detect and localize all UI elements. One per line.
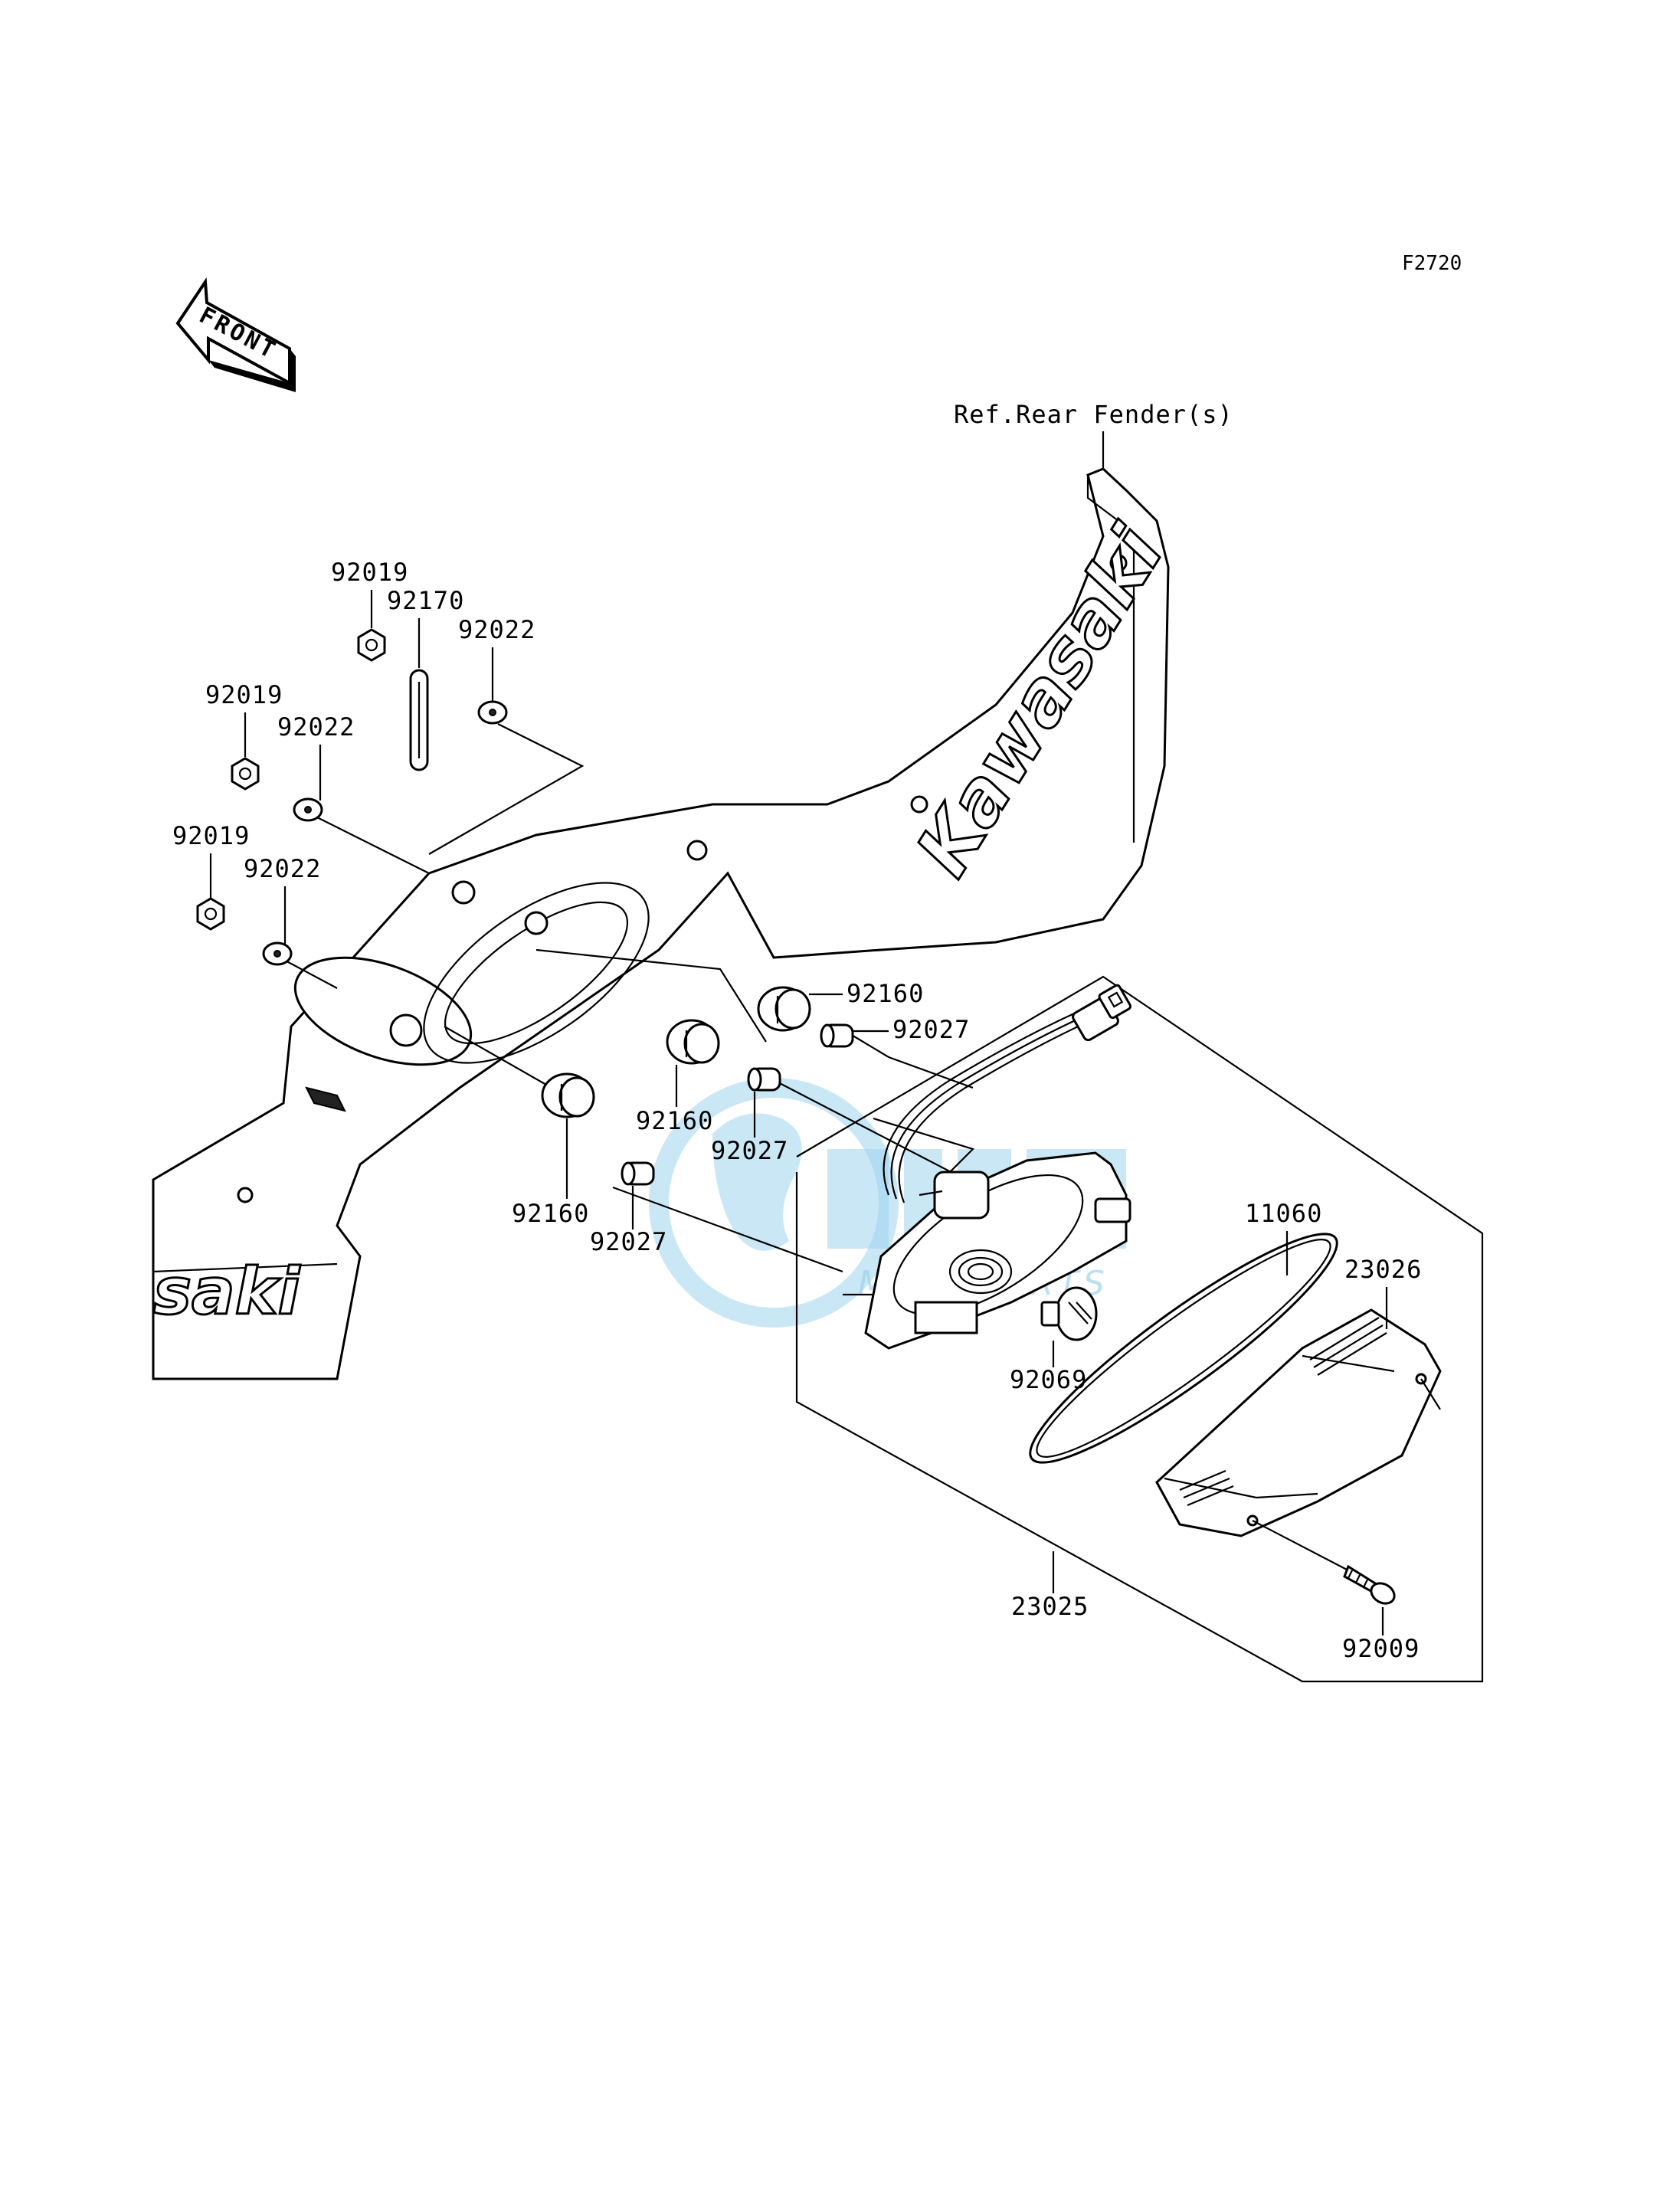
part-label-washer-mid: 92022 <box>277 712 355 742</box>
grommet-icon <box>757 986 811 1032</box>
screw-icon <box>1343 1564 1396 1605</box>
leader-guides <box>279 723 981 1273</box>
part-label-lens: 23026 <box>1344 1255 1422 1284</box>
washer-icon <box>477 700 508 725</box>
part-label-collar-left: 92027 <box>590 1227 667 1256</box>
screw-guide <box>1252 1520 1349 1571</box>
reference-label: Ref.Rear Fender(s) <box>954 400 1233 429</box>
lens-icon <box>1155 1308 1442 1537</box>
grommet-icon <box>541 1072 595 1118</box>
part-label-bulb: 92069 <box>1010 1365 1087 1394</box>
part-label-washer-low: 92022 <box>244 854 321 883</box>
nut-icon <box>231 757 260 791</box>
diagram-code: F2720 <box>1402 252 1462 275</box>
bulb-icon <box>1040 1286 1098 1341</box>
part-label-nut-top: 92019 <box>331 558 408 587</box>
part-label-collar-center: 92027 <box>711 1136 788 1165</box>
part-label-gasket: 11060 <box>1245 1199 1322 1228</box>
tail-lamp-housing <box>843 1151 1131 1350</box>
nut-icon <box>196 897 225 931</box>
lens-guide <box>1420 1378 1441 1410</box>
front-arrow-icon: FRONT <box>175 277 296 392</box>
part-label-grommet-left: 92160 <box>512 1199 589 1228</box>
part-label-strap: 92170 <box>387 586 464 615</box>
brand-logo-partial: saki <box>153 1254 301 1329</box>
collar-icon <box>621 1161 655 1186</box>
part-label-grommet-right: 92160 <box>847 979 924 1008</box>
lens-ridges <box>1179 1317 1387 1507</box>
washer-icon <box>293 797 323 822</box>
part-label-grommet-center: 92160 <box>636 1106 713 1135</box>
wiring-harness <box>883 984 1132 1203</box>
part-label-screw: 92009 <box>1342 1634 1420 1663</box>
part-label-tail-lamp-assy: 23025 <box>1011 1592 1089 1621</box>
part-label-nut-mid: 92019 <box>205 680 283 709</box>
collar-icon <box>820 1023 854 1048</box>
part-label-collar-right: 92027 <box>892 1015 970 1044</box>
gasket-icon <box>1029 1233 1338 1464</box>
assembly-frame <box>795 975 1484 1683</box>
washer-icon <box>262 941 293 966</box>
strap-icon <box>409 669 429 771</box>
nut-icon <box>357 628 386 662</box>
part-label-washer-top: 92022 <box>458 615 535 644</box>
grommet-icon <box>666 1019 720 1065</box>
collar-icon <box>747 1067 781 1092</box>
part-label-nut-low: 92019 <box>172 821 250 850</box>
